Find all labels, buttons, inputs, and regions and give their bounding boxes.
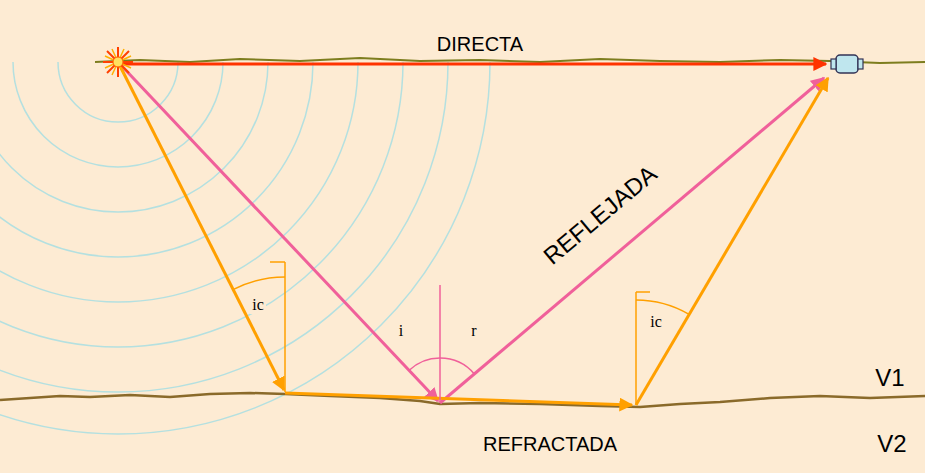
normal-tick [270, 261, 285, 263]
layer-interface [0, 393, 925, 407]
reflected-ray [440, 78, 824, 403]
layer-label: V2 [875, 431, 908, 457]
wave-label: REFLEJADA [537, 159, 663, 271]
wave-label: DIRECTA [435, 33, 525, 55]
refracted-ray-down [118, 62, 284, 390]
wavefront [0, 62, 313, 257]
explosion-symbol [103, 47, 133, 77]
normal-line [439, 285, 441, 403]
geophone-symbol [831, 55, 863, 73]
wavefronts [0, 62, 490, 434]
angle-arc [440, 358, 474, 374]
refracted-ray-interface [285, 393, 632, 405]
angle-arc [409, 358, 440, 371]
ground-surface [95, 58, 925, 63]
angle-label: ic [648, 313, 664, 331]
normal-line [635, 292, 637, 405]
wavefront [13, 62, 223, 167]
angle-label: r [469, 322, 478, 340]
refracted-ray-up [636, 78, 828, 405]
wave-label: REFRACTADA [481, 433, 619, 455]
wavefront [58, 62, 178, 122]
normal-tick [636, 291, 650, 293]
layer-label: V1 [873, 365, 906, 391]
wavefront [0, 62, 268, 212]
angle-label: ic [250, 296, 266, 314]
angle-arc [232, 277, 285, 290]
incident-ray [118, 62, 438, 401]
direct-ray [118, 63, 826, 66]
wavefront [0, 62, 490, 434]
normal-line [284, 262, 286, 392]
angle-label: i [397, 322, 405, 340]
